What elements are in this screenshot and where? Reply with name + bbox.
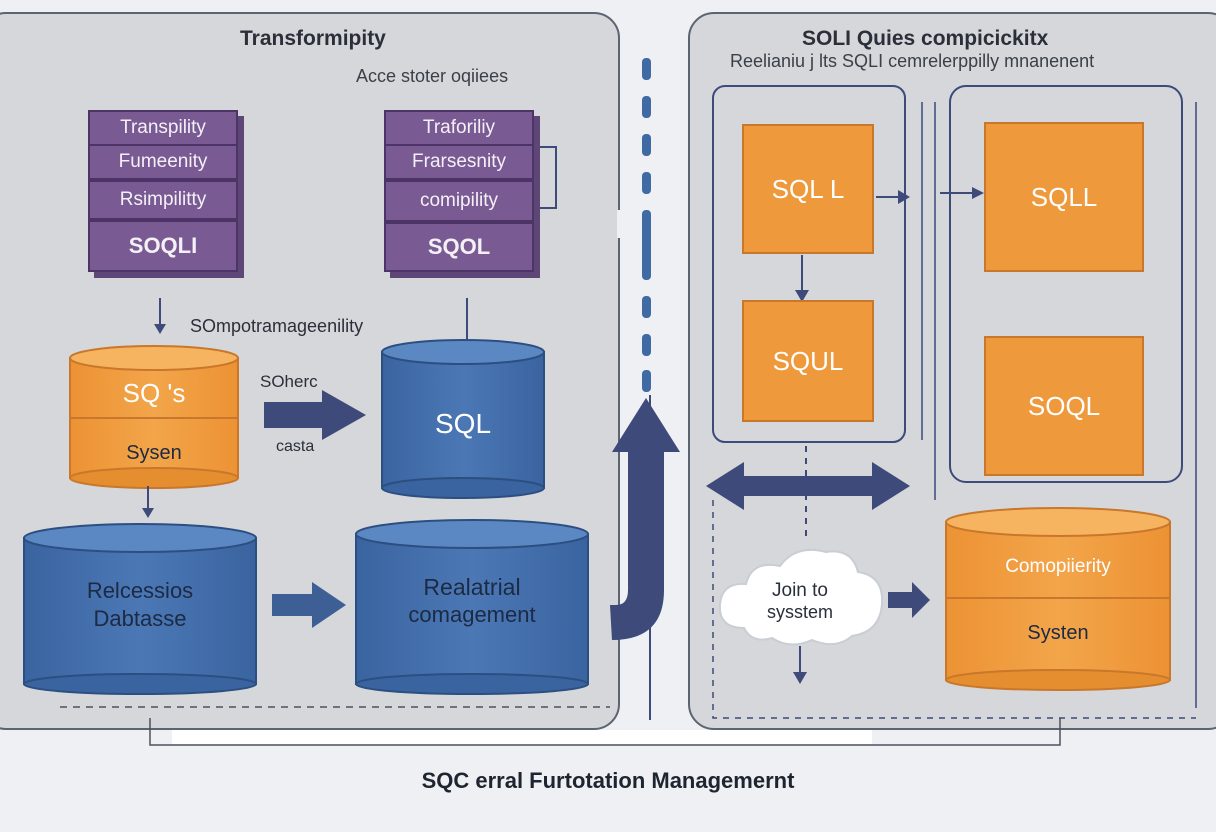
arrow-box1-down xyxy=(795,290,809,302)
right-panel-subtitle: Reelianiu j lts SQLI cemrelerppilly mnan… xyxy=(730,51,1095,71)
sql-box-1: SQL L xyxy=(742,124,874,254)
stack-b-block-3: comipility xyxy=(384,180,534,222)
cyl-rel-label-2: comagement xyxy=(408,602,536,627)
left-panel-title: Transformipity xyxy=(240,27,386,50)
arrow-db-to-rel xyxy=(272,582,346,628)
cyl-db-label-1: Relcessios xyxy=(86,578,194,603)
arrow-to-sql xyxy=(264,390,366,440)
arrow-text-top: SOherc xyxy=(260,372,318,391)
stack-b-block-2: Frarsesnity xyxy=(384,144,534,180)
stack-a-block-3: Rsimpilitty xyxy=(88,180,238,220)
divider-dash-7 xyxy=(642,334,651,356)
arrow-up-curved xyxy=(610,398,680,640)
stack-a-block-2: Fumeenity xyxy=(88,144,238,180)
divider-dash-8 xyxy=(642,370,651,392)
divider-dash-5 xyxy=(642,210,651,280)
sql-box-3: SQLL xyxy=(984,122,1144,272)
cylinder-database xyxy=(23,523,257,695)
cyl-orange-right-top-label: Comopiierity xyxy=(1005,556,1111,577)
cylinder-sql xyxy=(381,339,545,499)
arrow-caption: SOmpotramageenility xyxy=(190,316,364,336)
cyl-orange-left-bottom-label: Sysen xyxy=(126,442,182,464)
divider-dash-3 xyxy=(642,134,651,156)
bottom-bar xyxy=(172,730,872,744)
cloud-label-2: sysstem xyxy=(766,602,833,622)
stack-a-block-4: SOQLI xyxy=(88,220,238,272)
arrow-double xyxy=(706,462,910,510)
bottom-bracket xyxy=(149,718,1061,746)
cyl-orange-left-top-label: SQ 's xyxy=(122,378,186,408)
arrow-to-box3 xyxy=(972,187,984,199)
divider-dash-6 xyxy=(642,296,651,318)
cyl-sql-label: SQL xyxy=(434,408,492,439)
cyl-db-label-2: Dabtasse xyxy=(93,606,187,631)
stack-a-block-1: Transpility xyxy=(88,110,238,146)
divider-dash-4 xyxy=(642,172,651,194)
divider-tab xyxy=(617,210,645,238)
divider-dash-2 xyxy=(642,96,651,118)
cyl-orange-right-bottom-label: Systen xyxy=(1027,622,1089,644)
cylinder-orange-right xyxy=(945,507,1171,691)
right-inner-box-left xyxy=(712,85,906,443)
cylinder-relational xyxy=(355,519,589,695)
cloud-shape xyxy=(718,548,884,646)
cylinder-orange-left xyxy=(69,345,239,489)
bracket-stack-b xyxy=(540,146,557,209)
divider-dash-1 xyxy=(642,58,651,80)
left-panel-subtitle: Acce stoter oqiiees xyxy=(356,66,509,86)
arrow-cloud-down xyxy=(793,672,807,684)
sql-box-4: SOQL xyxy=(984,336,1144,476)
sql-box-2: SQUL xyxy=(742,300,874,422)
arrow-text-bottom: casta xyxy=(276,438,315,455)
cloud-label-1: Join to xyxy=(772,580,828,601)
arrow-box1-right xyxy=(898,190,910,204)
right-dashed-bracket xyxy=(712,500,1196,719)
stack-b-block-4: SQOL xyxy=(384,222,534,272)
cyl-rel-label-1: Realatrial xyxy=(423,574,521,600)
stack-b-block-1: Traforiliy xyxy=(384,110,534,146)
arrow-cloud-right xyxy=(888,582,930,618)
footer-title: SQC erral Furtotation Managemernt xyxy=(421,768,795,793)
right-panel-title: SOLI Quies compicickitx xyxy=(802,27,1049,50)
right-inner-box-right xyxy=(949,85,1183,483)
